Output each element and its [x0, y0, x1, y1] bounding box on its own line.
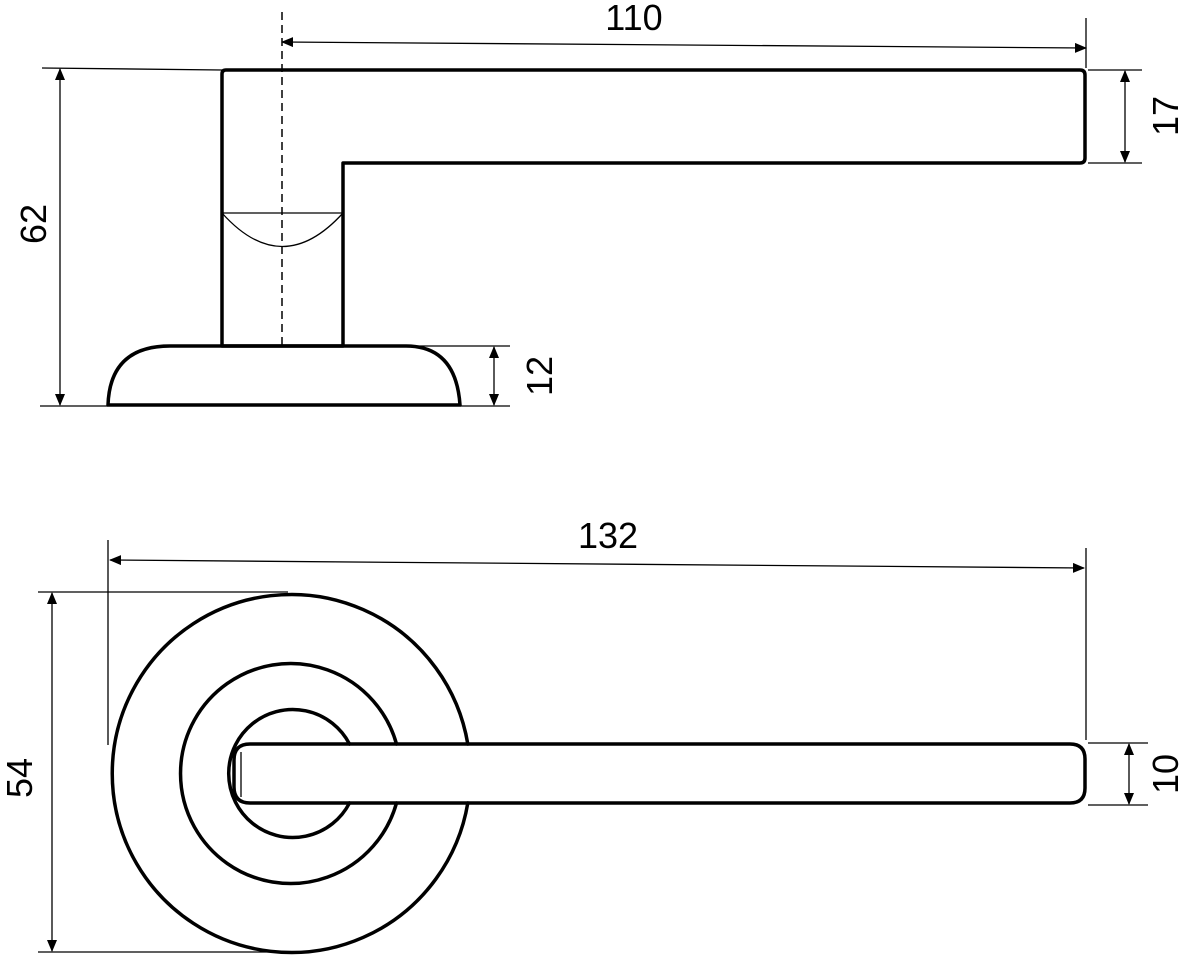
dimension-12: 12 — [412, 345, 560, 407]
dimension-10: 10 — [1088, 742, 1181, 806]
dimension-17: 17 — [1088, 69, 1181, 164]
dim-label-12: 12 — [519, 356, 560, 396]
rosette-inner-ring — [226, 707, 352, 840]
rosette-side-outline — [106, 344, 462, 407]
dim-label-10: 10 — [1145, 754, 1181, 794]
dim-label-110: 110 — [605, 0, 662, 38]
lever-front-outline — [232, 742, 1087, 805]
dim-label-62: 62 — [13, 204, 54, 244]
dim-label-54: 54 — [0, 758, 40, 798]
side-view: 110 17 62 12 — [13, 0, 1181, 407]
dimension-132: 132 — [107, 515, 1087, 745]
dim-label-17: 17 — [1145, 96, 1181, 136]
dim-label-132: 132 — [578, 515, 638, 556]
front-view: 132 54 10 — [0, 515, 1181, 955]
rosette-outer-circle — [110, 592, 470, 955]
lever-side-outline — [220, 68, 1087, 348]
dimension-62: 62 — [13, 67, 223, 407]
dimension-54: 54 — [0, 591, 288, 953]
dimension-110: 110 — [281, 0, 1087, 68]
rosette-middle-ring — [178, 661, 399, 886]
neck-cutout-curve — [221, 212, 344, 247]
